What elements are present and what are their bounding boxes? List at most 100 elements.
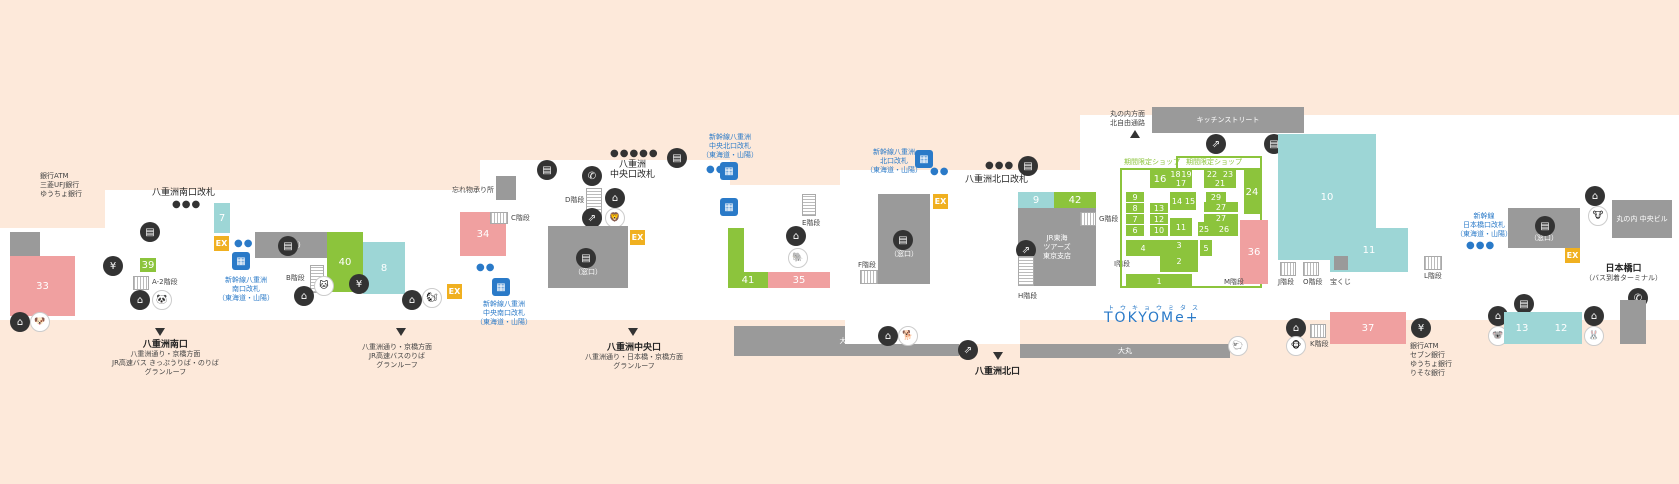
lost-found-label: 忘れ物承り所 <box>452 186 494 194</box>
stair-f[interactable] <box>860 270 878 284</box>
ticket-machine-icon[interactable]: ▤ <box>140 222 160 242</box>
stair-e[interactable] <box>802 194 816 216</box>
atm-icon[interactable]: ¥ <box>103 256 123 276</box>
ticket-machine-icon[interactable]: ▤ <box>537 160 557 180</box>
shinkansen-central-north-label: 新幹線八重洲中央北口改札（東海道・山陽） <box>702 133 758 159</box>
shinkansen-gate-icon[interactable]: ▦ <box>720 198 738 216</box>
shop-39[interactable]: 39 <box>140 258 156 272</box>
shinkansen-central-south-label: 新幹線八重洲中央南口改札（東海道・山陽） <box>476 300 532 326</box>
shop-6[interactable]: 6 <box>1126 225 1144 236</box>
coin-locker-icon[interactable]: ▤ <box>667 148 687 168</box>
gate-south-dots: ●●● <box>172 199 202 210</box>
exit-central-arrow <box>628 328 638 336</box>
shop-14[interactable]: 14 <box>1170 192 1184 210</box>
shop-24[interactable]: 24 <box>1244 170 1260 214</box>
coin-locker-icon[interactable]: ⌂ <box>130 290 150 310</box>
shop-9[interactable]: 9 <box>1018 192 1054 208</box>
shop-23[interactable]: 23 <box>1220 170 1236 179</box>
shinkansen-gate-icon[interactable]: ▦ <box>720 162 738 180</box>
stair-a2[interactable] <box>133 276 149 290</box>
shinkansen-nihonbashi-dots: ●●● <box>1466 240 1496 251</box>
shop-1[interactable]: 1 <box>1126 274 1192 288</box>
atm-icon[interactable]: ¥ <box>349 274 369 294</box>
ticket-machine-icon[interactable]: ▤ <box>576 248 596 268</box>
shop-12[interactable]: 12 <box>1150 214 1168 224</box>
shop-2[interactable]: 2 <box>1160 250 1198 272</box>
atm-icon[interactable]: ¥ <box>1411 318 1431 338</box>
shop-33[interactable]: 33 <box>10 256 75 316</box>
shop-25[interactable]: 25 <box>1198 222 1210 236</box>
stair-c[interactable] <box>490 212 508 224</box>
coin-locker-icon[interactable]: ▤ <box>1514 294 1534 314</box>
coin-locker-icon[interactable]: ⌂ <box>10 312 30 332</box>
shop-27-b[interactable]: 27 <box>1204 214 1238 223</box>
phone-icon[interactable]: ✆ <box>582 166 602 186</box>
shop-7[interactable]: 7 <box>1126 214 1144 224</box>
shop-41[interactable] <box>728 228 744 272</box>
shop-3[interactable]: 3 <box>1160 240 1198 250</box>
shop-21[interactable]: 21 <box>1204 179 1236 188</box>
escalator-icon[interactable]: ⇗ <box>958 340 978 360</box>
shop-26[interactable]: 26 <box>1210 222 1238 236</box>
stair-e-label: E階段 <box>802 219 821 227</box>
coin-locker-icon[interactable]: ⌂ <box>1286 318 1306 338</box>
tokyome-logo: TOKYOMe+ <box>1104 310 1200 326</box>
coin-locker-icon[interactable]: ⌂ <box>402 290 422 310</box>
shop-36[interactable]: 36 <box>1240 220 1268 284</box>
shop-7[interactable]: 7 <box>214 203 230 233</box>
shop-11[interactable]: 11 <box>1170 218 1192 236</box>
coin-locker-icon[interactable]: ⌂ <box>1584 306 1604 326</box>
shop-13[interactable]: 13 <box>1504 312 1540 344</box>
shop-35[interactable]: 35 <box>768 272 830 288</box>
shinkansen-gate-icon[interactable]: ▦ <box>492 278 510 296</box>
coin-locker-icon[interactable]: ⌂ <box>605 188 625 208</box>
stair-f-label: F階段 <box>858 261 877 269</box>
coin-locker-icon[interactable]: ⌂ <box>878 326 898 346</box>
shop-12[interactable]: 12 <box>1540 312 1582 344</box>
shop-18[interactable]: 18 <box>1170 170 1181 179</box>
shop-22[interactable]: 22 <box>1204 170 1220 179</box>
shinkansen-gate-icon[interactable]: ▦ <box>232 252 250 270</box>
stair-l[interactable] <box>1424 256 1442 270</box>
ticket-machine-icon[interactable]: ▤ <box>1535 216 1555 236</box>
shop-19[interactable]: 19 <box>1181 170 1192 179</box>
stair-j[interactable] <box>1280 262 1296 276</box>
stair-a2-label: A-2階段 <box>152 278 178 286</box>
coin-locker-icon[interactable]: ⌂ <box>786 226 806 246</box>
escalator-icon[interactable]: ⇗ <box>582 208 602 228</box>
shop-17[interactable]: 17 <box>1170 179 1192 188</box>
shop-42[interactable]: 42 <box>1054 192 1096 208</box>
limited-shop-label-2: 期間限定ショップ <box>1186 158 1242 166</box>
coin-locker-icon[interactable]: ⌂ <box>294 286 314 306</box>
shop-37[interactable]: 37 <box>1330 312 1406 344</box>
coin-locker-icon[interactable]: ⌂ <box>1488 306 1508 326</box>
shinkansen-gate-icon[interactable]: ▦ <box>915 150 933 168</box>
shop-15[interactable]: 15 <box>1184 192 1196 210</box>
exit-marunouchi-arrow <box>1130 130 1140 138</box>
ticket-machine-icon[interactable]: ▤ <box>278 236 298 256</box>
ex-icon: EX <box>214 236 229 251</box>
shop-9[interactable]: 9 <box>1126 192 1144 202</box>
escalator-icon[interactable]: ⇗ <box>1016 240 1036 260</box>
shop-29[interactable]: 29 <box>1206 192 1226 202</box>
shop-8[interactable]: 8 <box>363 242 405 294</box>
shop-41[interactable]: 41 <box>728 272 768 288</box>
stair-g[interactable] <box>1080 212 1096 226</box>
stair-h[interactable] <box>1018 256 1034 286</box>
shop-10[interactable]: 10 <box>1150 225 1168 236</box>
shop-8[interactable]: 8 <box>1126 203 1144 213</box>
escalator-icon[interactable]: ⇗ <box>1206 134 1226 154</box>
shop-13[interactable]: 13 <box>1150 203 1168 213</box>
ticket-machine-icon[interactable]: ▤ <box>1018 156 1038 176</box>
window-f[interactable]: （窓口） <box>878 194 930 284</box>
stair-k[interactable] <box>1310 324 1326 338</box>
ex-icon: EX <box>447 284 462 299</box>
mascot-lion-icon: 🦁 <box>605 208 625 228</box>
stair-o[interactable] <box>1303 262 1319 276</box>
shop-16[interactable]: 16 <box>1150 170 1170 188</box>
ticket-machine-icon[interactable]: ▤ <box>893 230 913 250</box>
coin-locker-icon[interactable]: ⌂ <box>1585 186 1605 206</box>
shop-27-a[interactable]: 27 <box>1204 202 1238 212</box>
shop-4[interactable]: 4 <box>1126 240 1160 256</box>
shop-5[interactable]: 5 <box>1200 240 1212 256</box>
